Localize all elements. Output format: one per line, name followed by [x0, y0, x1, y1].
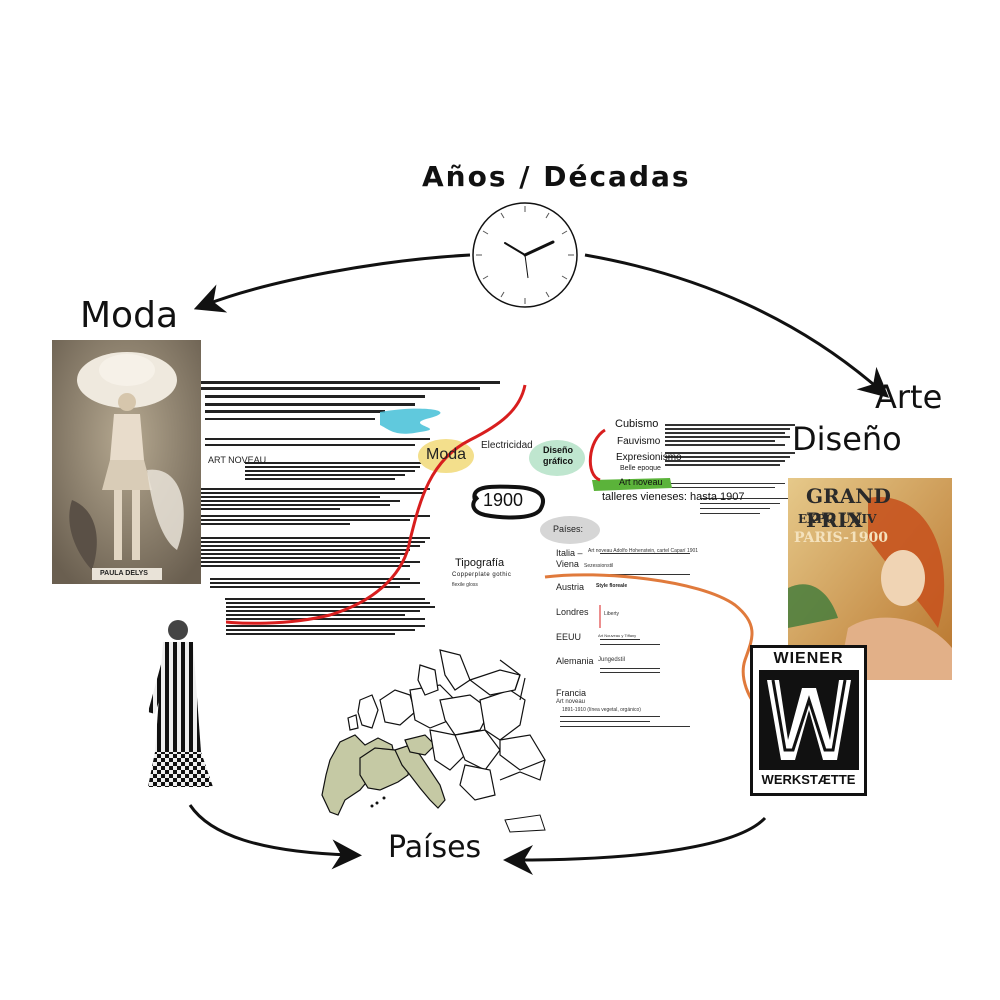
arrow-clock-to-arte — [584, 253, 890, 398]
electricidad-label: Electricidad — [481, 440, 533, 451]
country-londres-style: Liberty — [604, 611, 620, 617]
art-noveau-highlight — [592, 478, 672, 491]
red-bracket — [588, 428, 606, 482]
cyan-highlight — [380, 408, 441, 434]
orange-line — [544, 573, 771, 722]
poster-grand-prix: GRAND PRIX EXPO UNIV PARIS-1900 — [788, 478, 952, 680]
belle-epoque-label: Belle epoque — [620, 465, 661, 472]
country-italia-style: Art noveau Adolfo Hohenstein, cartel Cap… — [588, 548, 699, 554]
photo-paula-delys: PAULA DELYS — [52, 340, 201, 584]
red-line-main — [209, 384, 527, 625]
art-movement-fauvismo: Fauvismo — [617, 436, 661, 447]
collage-header: ART NOVEAU — [208, 455, 267, 465]
logo-top-text: WIENER — [773, 650, 844, 667]
paises-bubble-shape — [540, 516, 600, 544]
arrow-clock-to-moda — [193, 253, 471, 313]
node-paises: Países — [388, 830, 482, 865]
country-austria-style: Style floreale — [596, 583, 628, 589]
moda-bubble: Moda — [426, 446, 467, 463]
country-alemania: Alemania — [556, 656, 594, 666]
photo-paula-delys-illustration — [52, 340, 201, 584]
art-noveau-label: Art noveau — [619, 477, 663, 487]
paises-bubble: Países: — [553, 524, 584, 534]
country-italia: Italia – Viena — [556, 548, 583, 569]
node-moda: Moda — [80, 295, 178, 336]
photo-striped-dress — [133, 602, 226, 793]
photo-striped-dress-illustration — [133, 602, 226, 793]
tipografia-sub: Copperplate gothic — [452, 572, 512, 578]
diseno-grafico-bubble: Diseño gráfico — [542, 445, 573, 466]
country-francia-style: Art noveau — [556, 699, 586, 705]
country-austria: Austria — [556, 582, 585, 592]
diseno-bubble-shape — [529, 440, 585, 476]
poster-sub: EXPO UNIV — [798, 512, 877, 526]
country-eeuu-style: Art Nouveau y Tiffany — [598, 633, 637, 638]
country-italia-sub: Sezessionstil — [584, 563, 614, 569]
talleres-label: talleres vieneses: hasta 1907 — [602, 491, 745, 503]
poster-city: PARIS-1900 — [794, 530, 888, 546]
center-title: Años / Décadas — [422, 160, 691, 193]
country-eeuu: EEUU — [556, 632, 582, 642]
year-label: 1900 — [483, 490, 524, 510]
node-diseno: Diseño — [792, 420, 902, 458]
tipografia-label: Tipografía — [455, 557, 505, 569]
poster-title: GRAND PRIX — [806, 484, 891, 532]
node-arte: Arte — [875, 378, 943, 416]
art-movement-cubismo: Cubismo — [615, 418, 659, 430]
country-londres: Londres — [556, 607, 589, 617]
clock-icon — [472, 202, 578, 308]
country-francia: Francia — [556, 688, 587, 698]
arrow-right-to-paises — [503, 816, 767, 875]
country-francia-sub: 1891-1910 (línea vegetal, orgánico) — [562, 707, 641, 713]
europe-map — [321, 649, 546, 833]
tipografia-sub2: flexile gloss — [452, 582, 478, 588]
logo-wiener-werkstaette: WIENER WERKSTÆTTE — [750, 645, 867, 796]
photo-caption: PAULA DELYS — [100, 570, 148, 577]
country-alemania-style: Jungedstil — [598, 657, 626, 663]
arrow-left-to-paises — [188, 804, 362, 870]
logo-w-mark — [759, 670, 859, 770]
logo-bottom-text: WERKSTÆTTE — [761, 772, 856, 787]
poster-illustration — [788, 478, 952, 680]
year-circle — [471, 484, 545, 520]
art-movement-expresionismo: Expresionismo — [616, 452, 682, 463]
collage-text-left — [200, 381, 500, 635]
collage-text-right — [560, 424, 795, 727]
